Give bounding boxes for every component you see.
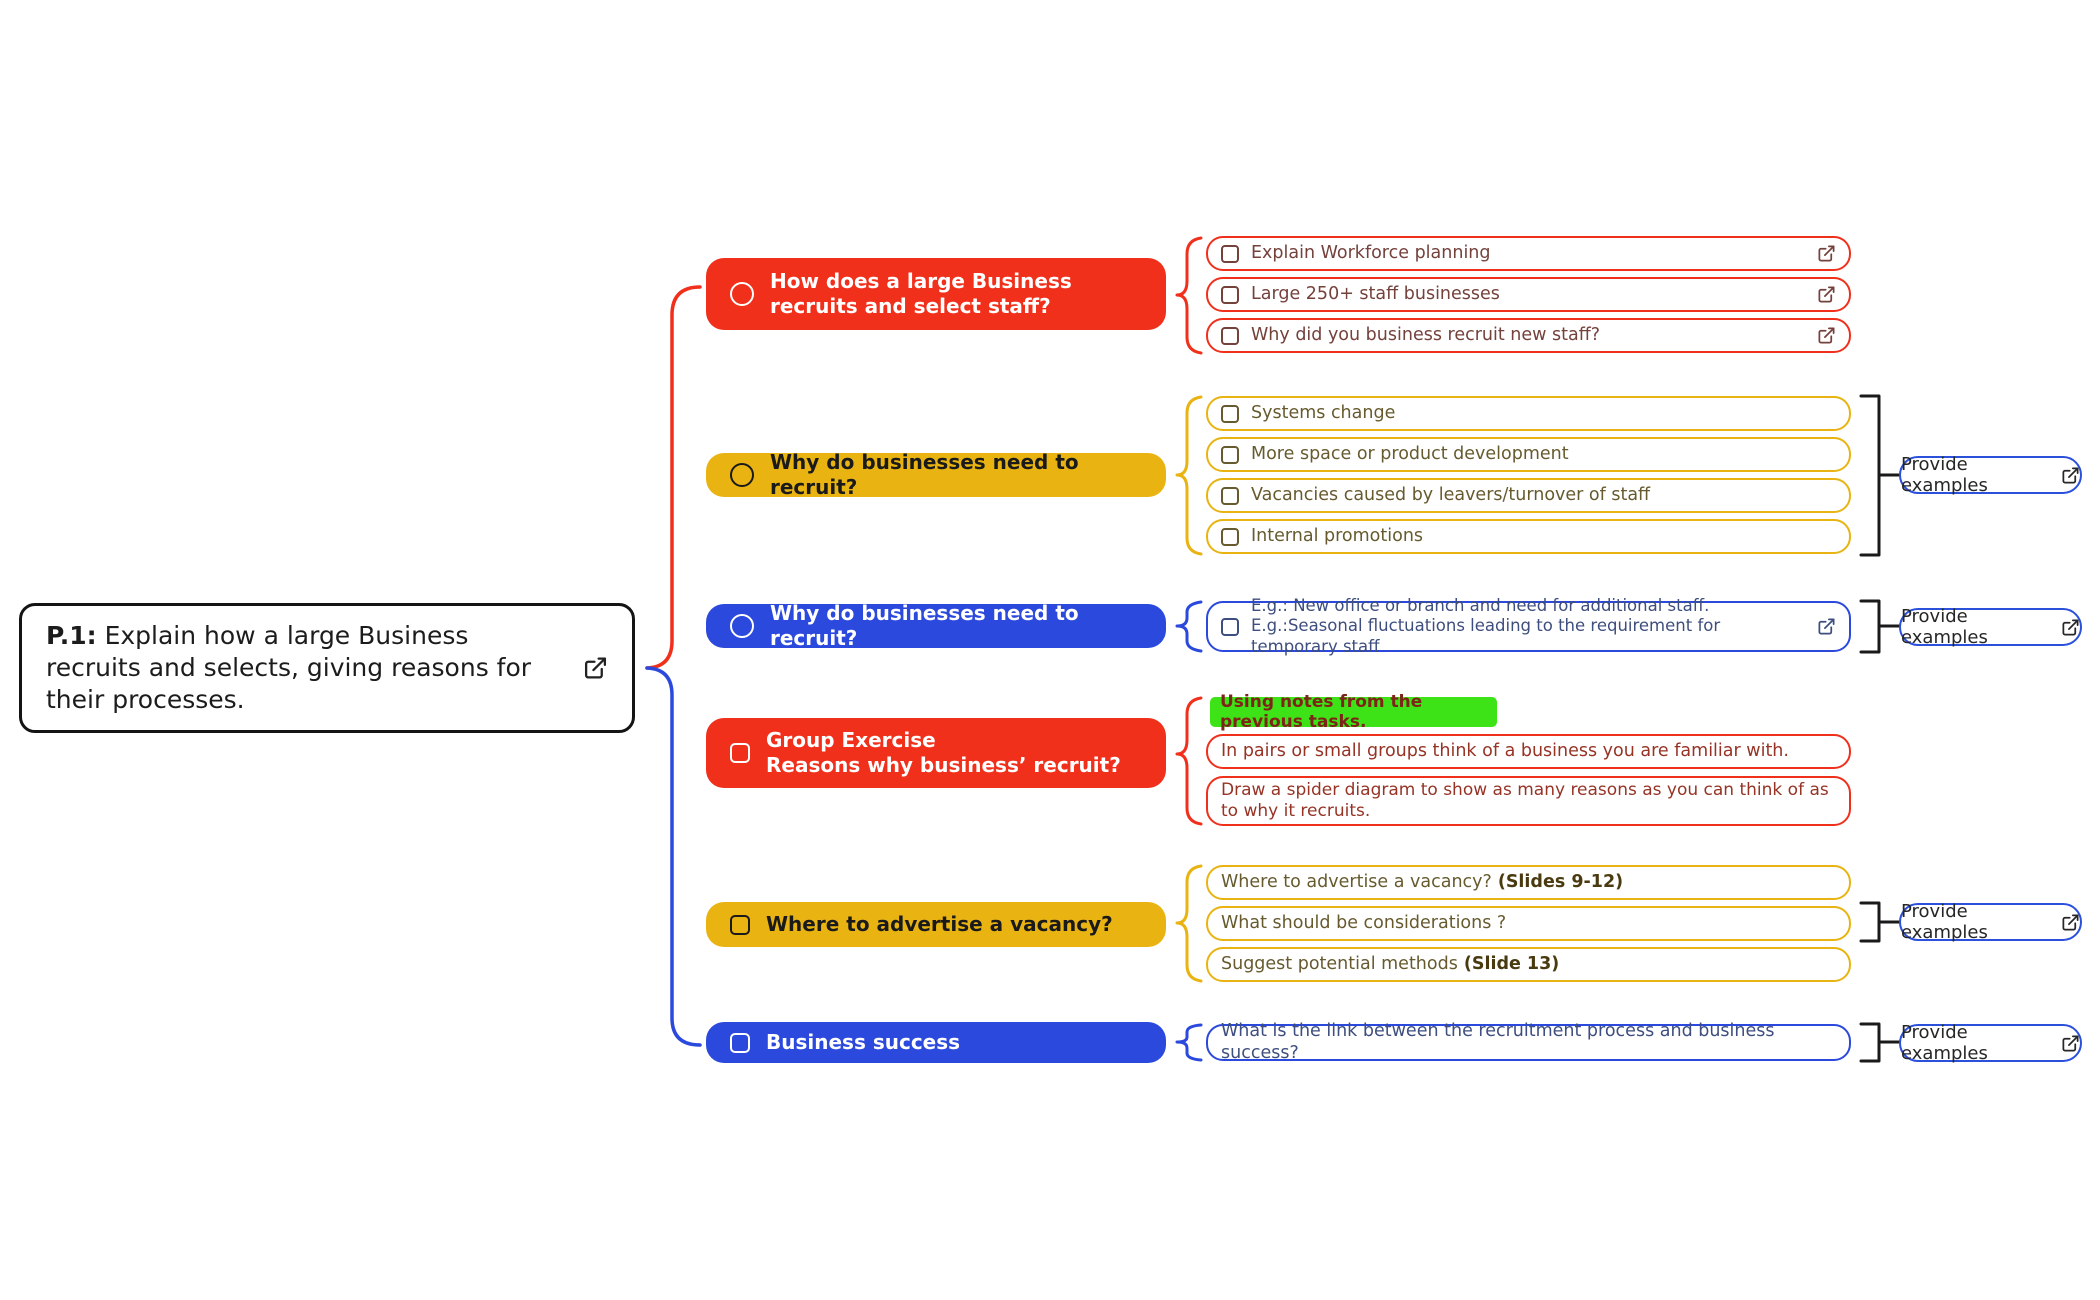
provide-examples-button[interactable]: Provide examples: [1899, 606, 2082, 648]
checkbox-icon[interactable]: [1221, 326, 1239, 345]
circle-icon: [730, 614, 754, 638]
task-item[interactable]: Systems change: [1206, 396, 1851, 431]
topic-business-success[interactable]: Business success: [706, 1022, 1166, 1063]
square-icon: [730, 914, 750, 935]
external-link-icon[interactable]: [2061, 913, 2080, 932]
external-link-icon[interactable]: [1817, 244, 1836, 263]
square-icon: [730, 743, 750, 763]
task-item[interactable]: Internal promotions: [1206, 519, 1851, 554]
external-link-icon[interactable]: [1817, 285, 1836, 304]
root-topic-text: P.1: Explain how a large Business recrui…: [46, 621, 532, 714]
task-item[interactable]: In pairs or small groups think of a busi…: [1206, 734, 1851, 769]
checkbox-icon[interactable]: [1221, 445, 1239, 464]
external-link-icon[interactable]: [1817, 326, 1836, 345]
checkbox-icon[interactable]: [1221, 617, 1239, 636]
task-item[interactable]: Suggest potential methods(Slide 13): [1206, 947, 1851, 982]
checkbox-icon[interactable]: [1221, 404, 1239, 423]
task-item[interactable]: What should be considerations ?: [1206, 906, 1851, 941]
checkbox-icon[interactable]: [1221, 527, 1239, 546]
provide-examples-button[interactable]: Provide examples: [1899, 901, 2082, 943]
task-item[interactable]: Why did you business recruit new staff?: [1206, 318, 1851, 353]
external-link-icon[interactable]: [2061, 1034, 2080, 1053]
circle-icon: [730, 463, 754, 487]
external-link-icon[interactable]: [2061, 618, 2080, 637]
external-link-icon[interactable]: [583, 656, 608, 681]
topic-how-large-business-recruits[interactable]: How does a large Business recruits and s…: [706, 258, 1166, 330]
external-link-icon[interactable]: [2061, 466, 2080, 485]
circle-icon: [730, 282, 754, 306]
task-item[interactable]: Explain Workforce planning: [1206, 236, 1851, 271]
task-item[interactable]: What is the link between the recruitment…: [1206, 1021, 1851, 1063]
topic-group-exercise[interactable]: Group Exercise Reasons why business’ rec…: [706, 718, 1166, 788]
provide-examples-button[interactable]: Provide examples: [1899, 1022, 2082, 1064]
task-item[interactable]: Where to advertise a vacancy?(Slides 9-1…: [1206, 865, 1851, 900]
task-item[interactable]: More space or product development: [1206, 437, 1851, 472]
highlight-note[interactable]: Using notes from the previous tasks.: [1210, 692, 1497, 732]
checkbox-icon[interactable]: [1221, 486, 1239, 505]
topic-where-to-advertise[interactable]: Where to advertise a vacancy?: [706, 902, 1166, 947]
topic-why-recruit-yellow[interactable]: Why do businesses need to recruit?: [706, 450, 1166, 499]
task-item[interactable]: Draw a spider diagram to show as many re…: [1206, 776, 1851, 826]
checkbox-icon[interactable]: [1221, 244, 1239, 263]
root-topic[interactable]: P.1: Explain how a large Business recrui…: [19, 603, 635, 733]
square-icon: [730, 1032, 750, 1053]
task-item[interactable]: Large 250+ staff businesses: [1206, 277, 1851, 312]
checkbox-icon[interactable]: [1221, 285, 1239, 304]
provide-examples-button[interactable]: Provide examples: [1899, 454, 2082, 496]
task-item[interactable]: E.g.: New office or branch and need for …: [1206, 596, 1851, 656]
topic-why-recruit-blue[interactable]: Why do businesses need to recruit?: [706, 601, 1166, 650]
task-item[interactable]: Vacancies caused by leavers/turnover of …: [1206, 478, 1851, 513]
external-link-icon[interactable]: [1817, 617, 1836, 636]
